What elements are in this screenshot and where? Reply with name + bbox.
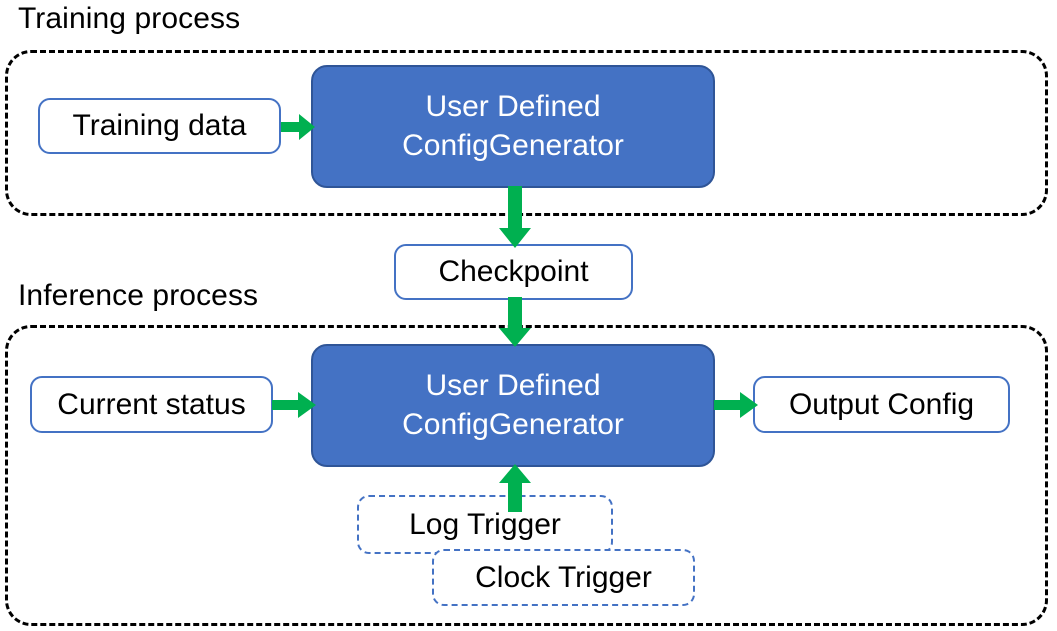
node-checkpoint[interactable]: Checkpoint xyxy=(394,244,633,300)
node-clock-trigger[interactable]: Clock Trigger xyxy=(432,549,695,606)
node-inference-generator-label-line2: ConfigGenerator xyxy=(402,407,624,441)
node-training-data[interactable]: Training data xyxy=(38,98,281,154)
node-training-data-label: Training data xyxy=(72,109,247,143)
node-current-status[interactable]: Current status xyxy=(30,376,273,433)
node-log-trigger[interactable]: Log Trigger xyxy=(357,495,613,554)
node-training-generator-label-line2: ConfigGenerator xyxy=(402,128,624,162)
node-inference-user-defined-configgenerator[interactable]: User Defined ConfigGenerator xyxy=(311,344,715,467)
node-output-config[interactable]: Output Config xyxy=(753,376,1010,433)
node-log-trigger-label: Log Trigger xyxy=(409,507,561,541)
node-output-config-label: Output Config xyxy=(788,387,975,421)
node-current-status-label: Current status xyxy=(57,387,246,421)
node-clock-trigger-label: Clock Trigger xyxy=(475,560,652,594)
training-process-caption: Training process xyxy=(18,2,241,35)
node-checkpoint-label: Checkpoint xyxy=(438,255,589,289)
node-training-user-defined-configgenerator[interactable]: User Defined ConfigGenerator xyxy=(311,65,715,188)
node-inference-generator-label-line1: User Defined xyxy=(425,369,601,403)
node-training-generator-label-line1: User Defined xyxy=(425,90,601,124)
inference-process-caption: Inference process xyxy=(18,279,259,312)
